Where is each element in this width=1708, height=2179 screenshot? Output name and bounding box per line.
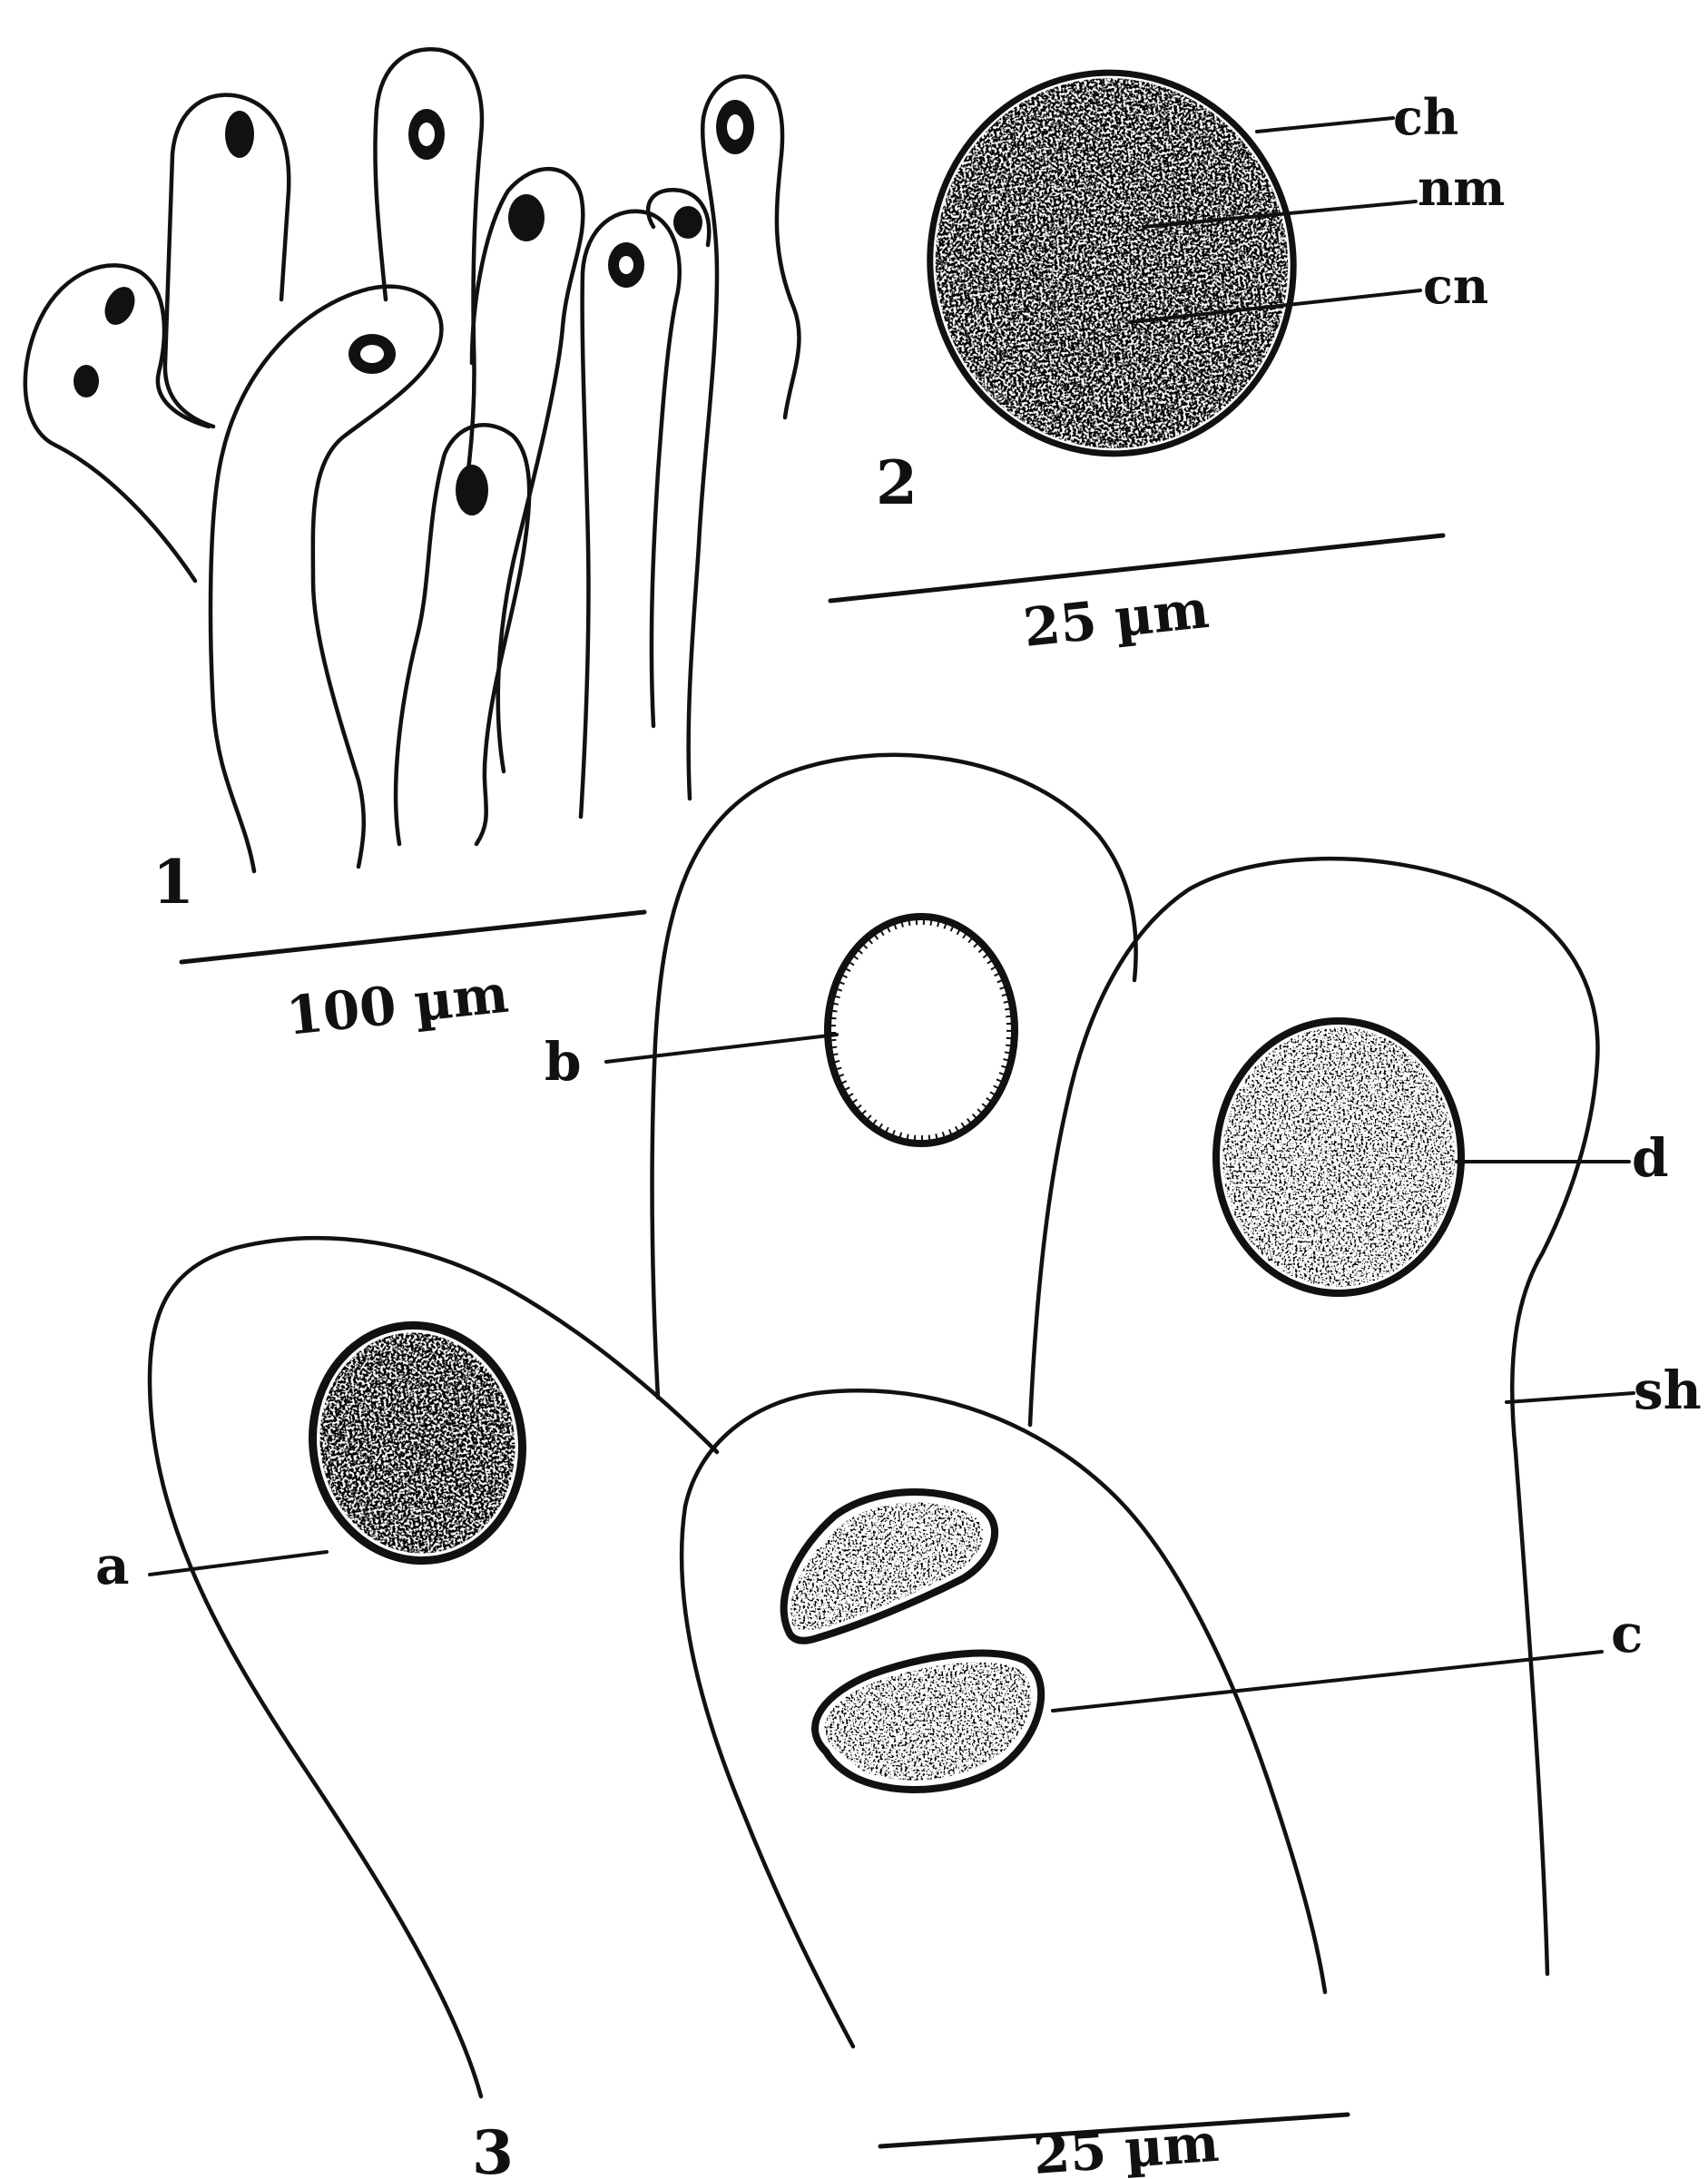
leader-sh [1507, 1393, 1634, 1402]
nucleus-fig1 [99, 282, 141, 330]
scale-bar-fig2-label: 25 µm [1020, 578, 1212, 659]
scale-bar-fig1 [182, 912, 644, 962]
figure-3-hyphal-tips [150, 755, 1597, 2096]
label-a: a [95, 1535, 130, 1596]
nucleus-fig1 [74, 365, 99, 398]
scale-bar-fig3-label: 25 µm [1031, 2112, 1221, 2179]
nucleus-b [828, 917, 1015, 1143]
nucleolus-fig1 [619, 256, 633, 274]
nucleus-fig1 [456, 465, 488, 515]
label-b: b [545, 1031, 582, 1093]
hypha-right-1 [581, 211, 680, 817]
label-c: c [1611, 1603, 1643, 1664]
hypha-front-large [211, 287, 441, 871]
label-nm: nm [1418, 159, 1505, 217]
figure-2-nucleus [906, 49, 1319, 477]
leader-a [150, 1552, 327, 1575]
label-ch: ch [1393, 88, 1458, 146]
leader-b [606, 1035, 837, 1062]
label-sh: sh [1634, 1359, 1702, 1421]
nucleolus-fig1 [727, 114, 743, 140]
nucleus-chromatin-fig2 [911, 55, 1311, 471]
nucleolus-fig1 [360, 345, 384, 363]
figure-2-number: 2 [876, 447, 918, 518]
leader-ch [1257, 118, 1393, 132]
label-d: d [1632, 1127, 1669, 1189]
nucleus-fig1 [673, 206, 702, 239]
nucleus-a-chromatin [302, 1317, 532, 1568]
label-cn: cn [1423, 257, 1488, 315]
leader-c [1053, 1652, 1602, 1711]
nucleus-fig1 [225, 111, 254, 158]
figure-1-hyphae-cluster [25, 49, 800, 871]
nucleolus-fig1 [418, 123, 435, 146]
figure-1-number: 1 [152, 847, 194, 918]
nucleus-fig1 [508, 194, 545, 241]
nucleus-d-chromatin [1222, 1027, 1455, 1287]
hypha-right-3 [689, 76, 800, 799]
figure-3-number: 3 [472, 2117, 514, 2179]
scale-bar-fig1-label: 100 µm [283, 963, 511, 1047]
